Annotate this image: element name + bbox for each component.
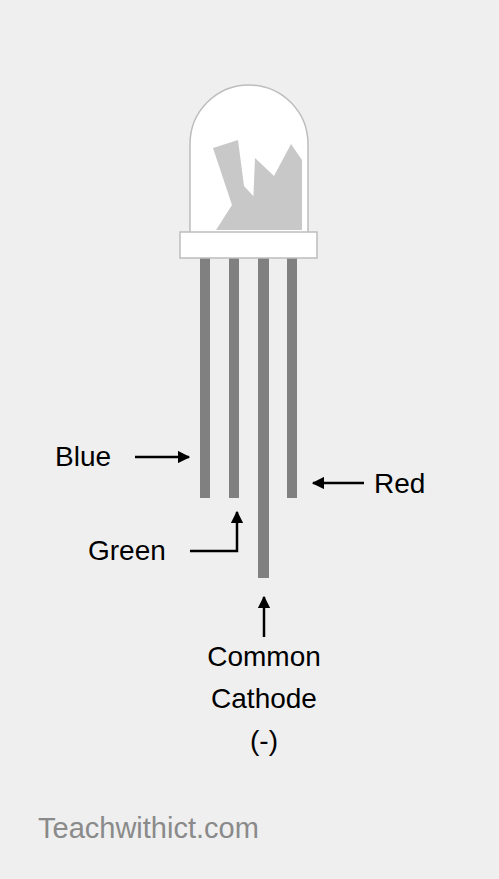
watermark: Teachwithict.com	[38, 808, 338, 849]
green-lead	[229, 255, 239, 498]
red-lead	[287, 255, 297, 498]
blue-lead	[200, 255, 210, 498]
cup-post	[252, 144, 302, 230]
blue-arrow	[135, 456, 189, 459]
lead-label: Red	[374, 463, 454, 504]
lead-label: Green	[88, 530, 188, 571]
leader-arrows	[135, 457, 364, 637]
led-leads	[200, 255, 297, 578]
cathode-lead	[258, 255, 269, 578]
lead-label: Common Cathode (-)	[203, 636, 325, 762]
green-arrow	[190, 512, 237, 551]
cathode-arrow	[263, 597, 266, 637]
lead-label: Blue	[55, 436, 135, 477]
led-dome	[190, 85, 308, 233]
red-arrow	[313, 482, 364, 485]
led-flange	[180, 232, 317, 258]
